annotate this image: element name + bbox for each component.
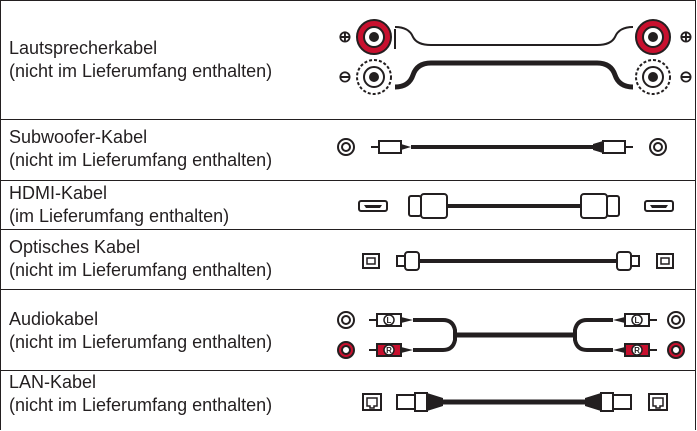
left-plug-letter: L xyxy=(387,316,392,325)
cable-note: (nicht im Lieferumfang enthalten) xyxy=(9,260,273,280)
cable-note: (nicht im Lieferumfang enthalten) xyxy=(9,150,273,170)
cable-label: Optisches Kabel (nicht im Lieferumfang e… xyxy=(9,236,272,282)
hdmi-cable-icon xyxy=(358,193,674,219)
cable-name: HDMI-Kabel xyxy=(9,183,108,203)
optical-cable-icon xyxy=(362,251,674,271)
audio-cable-icon: L R L R xyxy=(337,311,685,359)
cable-label: Audiokabel (nicht im Lieferumfang enthal… xyxy=(9,308,272,354)
svg-text:⊖: ⊖ xyxy=(338,69,351,86)
lan-cable-icon xyxy=(362,392,668,412)
cable-label: Lautsprecherkabel (nicht im Lieferumfang… xyxy=(9,37,272,83)
cable-name: Subwoofer-Kabel xyxy=(9,127,148,147)
cable-label: Subwoofer-Kabel (nicht im Lieferumfang e… xyxy=(9,126,272,172)
cable-name: Audiokabel xyxy=(9,309,99,329)
table-row-optical-cable: Optisches Kabel (nicht im Lieferumfang e… xyxy=(1,230,695,290)
cable-note: (nicht im Lieferumfang enthalten) xyxy=(9,61,273,81)
left-plug-letter: R xyxy=(386,346,392,355)
speaker-cable-icon: ⊕ ⊖ ⊕ ⊖ xyxy=(338,19,693,95)
svg-text:⊕: ⊕ xyxy=(679,29,692,46)
table-row-lan-cable: LAN-Kabel (nicht im Lieferumfang enthalt… xyxy=(1,371,695,431)
right-plug-letter: R xyxy=(634,346,640,355)
table-row-speaker-cable: Lautsprecherkabel (nicht im Lieferumfang… xyxy=(1,1,695,120)
cable-note: (nicht im Lieferumfang enthalten) xyxy=(9,395,273,415)
table-row-hdmi-cable: HDMI-Kabel (im Lieferumfang enthalten) xyxy=(1,181,695,230)
cable-name: Optisches Kabel xyxy=(9,237,141,257)
cable-note: (im Lieferumfang enthalten) xyxy=(9,206,230,226)
cable-note: (nicht im Lieferumfang enthalten) xyxy=(9,332,273,352)
subwoofer-cable-icon xyxy=(337,138,667,156)
table-row-subwoofer-cable: Subwoofer-Kabel (nicht im Lieferumfang e… xyxy=(1,120,695,181)
cable-name: Lautsprecherkabel xyxy=(9,38,158,58)
cable-name: LAN-Kabel xyxy=(9,372,97,392)
cable-label: HDMI-Kabel (im Lieferumfang enthalten) xyxy=(9,182,229,228)
table-row-audio-cable: Audiokabel (nicht im Lieferumfang enthal… xyxy=(1,290,695,371)
cable-label: LAN-Kabel (nicht im Lieferumfang enthalt… xyxy=(9,371,272,417)
svg-text:⊖: ⊖ xyxy=(679,69,692,86)
right-plug-letter: L xyxy=(635,316,640,325)
svg-text:⊕: ⊕ xyxy=(338,29,351,46)
